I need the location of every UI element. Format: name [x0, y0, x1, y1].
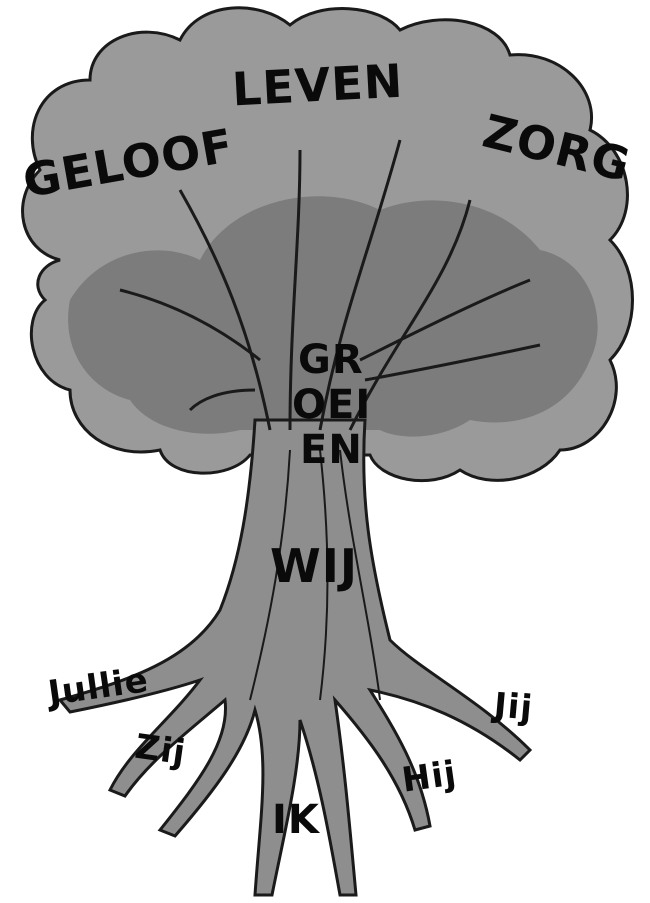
word-zij: Zij: [132, 726, 189, 774]
word-wij: WIJ: [270, 539, 358, 593]
word-groeien-3: EN: [300, 427, 363, 473]
tree-canopy: [21, 6, 634, 483]
word-jij: Jij: [492, 685, 535, 729]
word-groeien-2: OEI: [292, 382, 372, 428]
word-ik: IK: [272, 797, 320, 843]
word-groeien-1: GR: [298, 337, 364, 383]
word-leven: LEVEN: [230, 53, 405, 117]
tree-trunk: [57, 139, 541, 897]
word-hij: Hij: [399, 753, 460, 801]
